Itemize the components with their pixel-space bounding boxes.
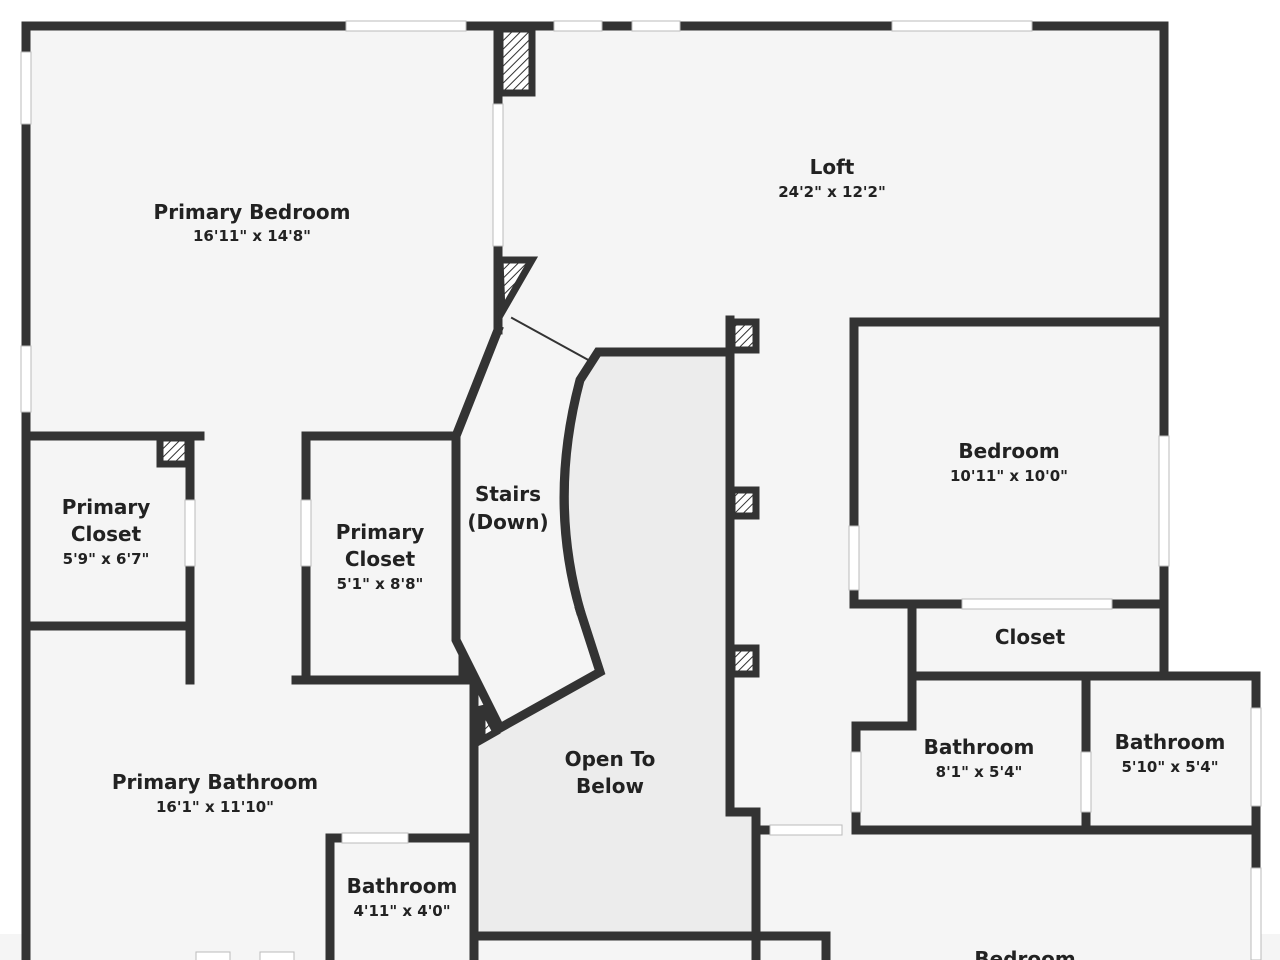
window-top-2 bbox=[553, 20, 603, 32]
window-top-1 bbox=[345, 20, 467, 32]
column-closet-left bbox=[156, 434, 192, 468]
open-to-below-area bbox=[480, 352, 756, 934]
open-to-below-name-2: Below bbox=[576, 774, 644, 798]
window-left-1 bbox=[20, 51, 32, 125]
window-top-3 bbox=[631, 20, 681, 32]
bathroom-far-right-dims: 5'10" x 5'4" bbox=[1121, 758, 1218, 776]
column-stairs-lower bbox=[458, 648, 475, 676]
windows bbox=[20, 20, 1262, 960]
window-bedroom-right-closet bbox=[961, 598, 1113, 610]
room-labels: Primary Bedroom 16'11" x 14'8" Loft 24'2… bbox=[62, 155, 1226, 960]
primary-closet-left-dims: 5'9" x 6'7" bbox=[63, 550, 150, 568]
primary-closet-left-name-1: Primary bbox=[62, 495, 151, 519]
window-bedroom-right bbox=[1158, 435, 1170, 567]
bathroom-far-right-name: Bathroom bbox=[1115, 730, 1226, 754]
bathroom-small-name: Bathroom bbox=[347, 874, 458, 898]
column-open-2 bbox=[728, 486, 760, 520]
primary-closet-mid-name-1: Primary bbox=[336, 520, 425, 544]
primary-closet-mid-name-2: Closet bbox=[345, 547, 416, 571]
bedroom-right-dims: 10'11" x 10'0" bbox=[950, 467, 1068, 485]
primary-bedroom-name: Primary Bedroom bbox=[154, 200, 351, 224]
column-stairs-bottom bbox=[478, 704, 501, 747]
column-open-1 bbox=[728, 318, 760, 354]
window-right-lower bbox=[1250, 867, 1262, 960]
window-bath-far-right bbox=[1250, 707, 1262, 807]
stairs-landing-line bbox=[510, 316, 594, 364]
window-bottom-1 bbox=[195, 951, 231, 960]
columns bbox=[156, 25, 760, 747]
bathroom-mid-dims: 8'1" x 5'4" bbox=[936, 763, 1023, 781]
bedroom-bottom-name: Bedroom bbox=[974, 947, 1075, 960]
loft-name: Loft bbox=[810, 155, 855, 179]
open-to-below-name-1: Open To bbox=[565, 747, 656, 771]
floors bbox=[0, 26, 1280, 960]
wall-exterior-right-lower bbox=[1159, 671, 1261, 960]
window-bath-bottom bbox=[769, 824, 843, 836]
primary-bedroom-dims: 16'11" x 14'8" bbox=[193, 227, 311, 245]
bathroom-mid-name: Bathroom bbox=[924, 735, 1035, 759]
window-bath-small bbox=[341, 832, 409, 844]
column-top-chase bbox=[496, 25, 536, 97]
window-closet-mid bbox=[300, 499, 312, 567]
window-bath-divider bbox=[1080, 751, 1092, 813]
bedroom-right-name: Bedroom bbox=[958, 439, 1059, 463]
window-bedroom-right-left bbox=[848, 525, 860, 591]
window-bath-mid-left bbox=[850, 751, 862, 813]
wall-stairs-curve bbox=[559, 347, 735, 616]
closet-right-name: Closet bbox=[995, 625, 1066, 649]
window-closet-left bbox=[184, 499, 196, 567]
window-bottom-2 bbox=[259, 951, 295, 960]
column-stairs-top bbox=[496, 256, 539, 325]
window-primary-loft bbox=[492, 103, 504, 247]
window-top-4 bbox=[891, 20, 1033, 32]
loft-dims: 24'2" x 12'2" bbox=[778, 183, 886, 201]
column-open-3 bbox=[728, 644, 760, 678]
stairs-name-2: (Down) bbox=[467, 510, 548, 534]
primary-bathroom-dims: 16'1" x 11'10" bbox=[156, 798, 274, 816]
stairs-name-1: Stairs bbox=[475, 482, 541, 506]
wall-open-right bbox=[725, 315, 761, 960]
primary-closet-left-name-2: Closet bbox=[71, 522, 142, 546]
window-left-2 bbox=[20, 345, 32, 413]
primary-bathroom-name: Primary Bathroom bbox=[112, 770, 318, 794]
bathroom-small-dims: 4'11" x 4'0" bbox=[353, 902, 450, 920]
primary-closet-mid-dims: 5'1" x 8'8" bbox=[337, 575, 424, 593]
